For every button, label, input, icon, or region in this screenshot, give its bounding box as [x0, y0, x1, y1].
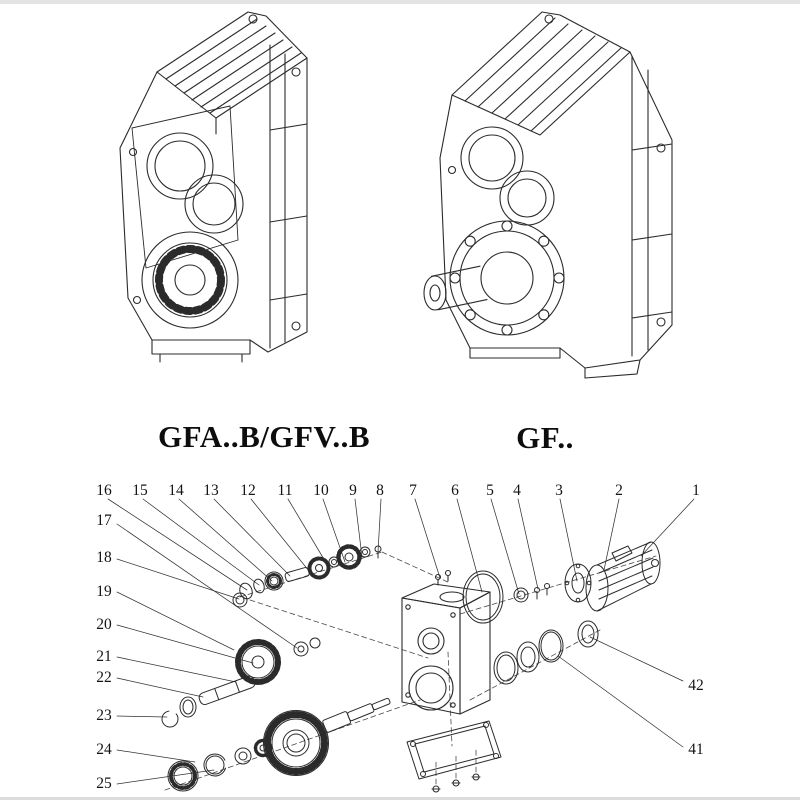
- intermediate-gear-parts: [159, 593, 320, 730]
- part-callout-4: 4: [513, 482, 521, 499]
- part-callout-42: 42: [688, 677, 704, 694]
- bottom-bearing-parts: [168, 741, 271, 792]
- part-callout-14: 14: [168, 482, 184, 499]
- part-callout-16: 16: [96, 482, 112, 499]
- part-callout-7: 7: [409, 482, 417, 499]
- part-callout-23: 23: [96, 707, 112, 724]
- part-callout-19: 19: [96, 583, 112, 600]
- photo-edge-bottom: [0, 797, 800, 800]
- part-callout-10: 10: [313, 482, 329, 499]
- part-callout-24: 24: [96, 741, 112, 758]
- part-callout-6: 6: [451, 482, 459, 499]
- motor-unit: [463, 542, 660, 623]
- part-callout-20: 20: [96, 616, 112, 633]
- output-gear-and-shaft: [264, 695, 392, 776]
- photo-edge-top: [0, 0, 800, 4]
- gear-housing: [402, 571, 490, 715]
- part-callout-17: 17: [96, 512, 112, 529]
- input-shaft-parts: [238, 546, 381, 600]
- part-callout-2: 2: [615, 482, 623, 499]
- part-callout-11: 11: [277, 482, 293, 499]
- model-label-gfab-gfvb: GFA..B/GFV..B: [157, 419, 371, 454]
- part-callout-41: 41: [688, 741, 704, 758]
- bearing-and-rings: [494, 621, 598, 684]
- part-callout-13: 13: [203, 482, 219, 499]
- gearbox-gfab-drawing: [120, 12, 307, 362]
- part-callout-18: 18: [96, 549, 112, 566]
- part-callout-1: 1: [692, 482, 700, 499]
- inspection-cover-plate: [407, 721, 501, 792]
- model-label-gf: GF..: [516, 420, 574, 455]
- part-callout-25: 25: [96, 775, 112, 792]
- part-callout-5: 5: [486, 482, 494, 499]
- part-callout-21: 21: [96, 648, 112, 665]
- part-callout-12: 12: [240, 482, 256, 499]
- exploded-parts-view: [108, 499, 694, 792]
- part-callout-22: 22: [96, 669, 112, 686]
- gearbox-gf-drawing: [424, 12, 672, 378]
- part-callout-15: 15: [132, 482, 148, 499]
- assembly-guide-lines: [165, 552, 656, 790]
- part-callout-9: 9: [349, 482, 357, 499]
- part-callout-3: 3: [555, 482, 563, 499]
- callout-leader-lines: [108, 499, 694, 784]
- part-callout-8: 8: [376, 482, 384, 499]
